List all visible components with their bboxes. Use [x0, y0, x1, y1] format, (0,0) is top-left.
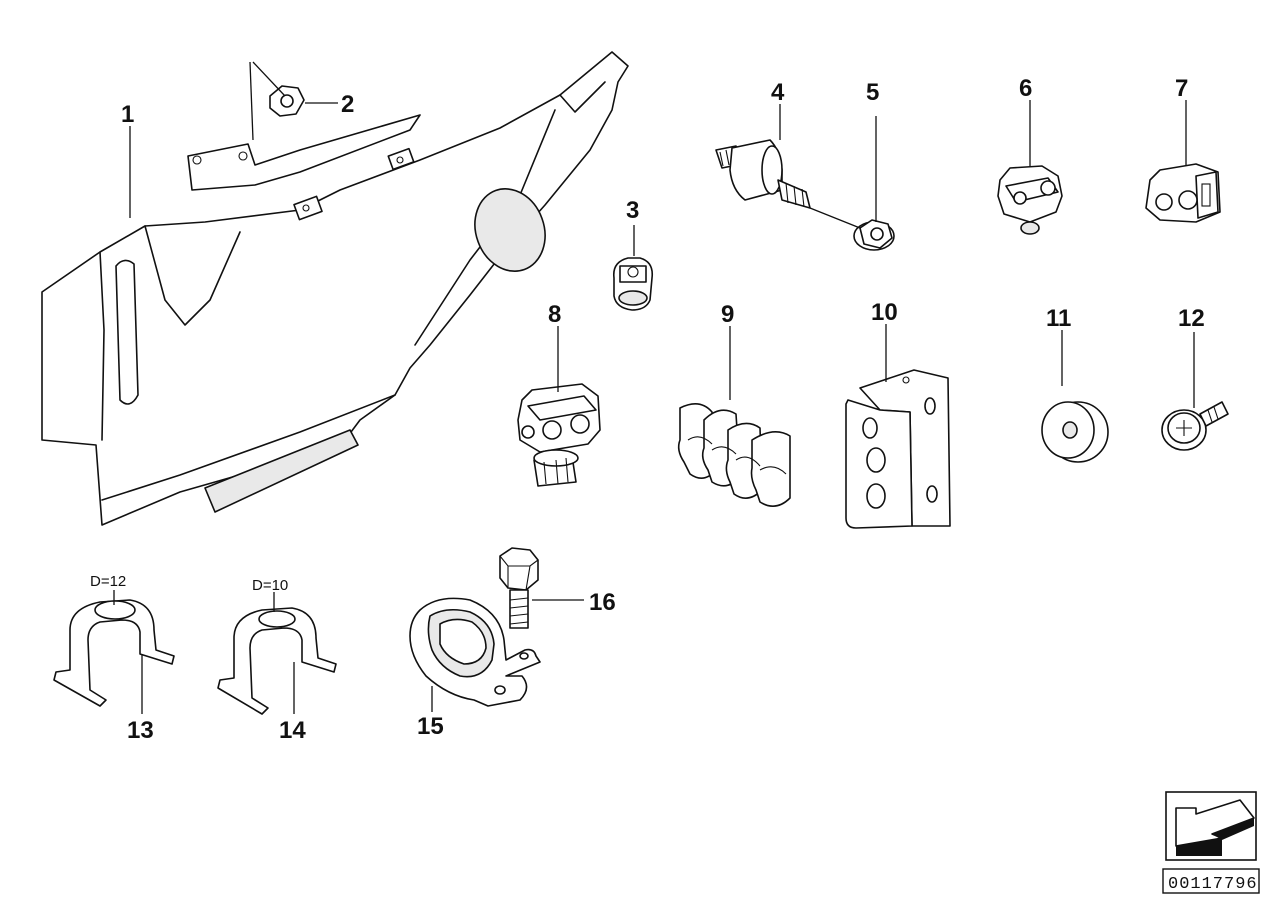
callout-3: 3 — [626, 197, 639, 224]
callout-6: 6 — [1019, 75, 1032, 102]
part-7-cable-clip — [1145, 163, 1221, 223]
part-10-angle-bracket — [845, 369, 951, 529]
callout-1: 1 — [121, 101, 134, 128]
callout-2: 2 — [341, 91, 354, 118]
callout-12: 12 — [1178, 305, 1205, 332]
callout-9: 9 — [721, 301, 734, 328]
part-2-nut — [249, 61, 305, 141]
part-8-double-clip — [517, 383, 601, 487]
part-6-cable-clip — [997, 165, 1063, 235]
part-13-clamp — [53, 599, 175, 707]
callout-16: 16 — [589, 589, 616, 616]
part-12-screw — [1161, 401, 1229, 451]
callout-14: 14 — [279, 717, 306, 744]
part-5-flange-nut — [809, 207, 895, 251]
part-16-hex-bolt — [499, 547, 539, 629]
part-1-cover — [41, 51, 629, 526]
callout-7: 7 — [1175, 75, 1188, 102]
reference-number: 00117796 — [1168, 875, 1258, 894]
part-3-grommet — [612, 257, 654, 311]
part-4-rubber-mount — [715, 139, 811, 209]
part-15-p-clip — [409, 597, 541, 707]
page-arrow-icon — [1165, 791, 1257, 861]
callout-8: 8 — [548, 301, 561, 328]
part-9-clip-holder — [677, 403, 791, 507]
callout-4: 4 — [771, 79, 785, 106]
callout-15: 15 — [417, 713, 444, 740]
dimension-13: D=12 — [90, 573, 126, 590]
reference-box — [1162, 868, 1260, 894]
dimension-14: D=10 — [252, 577, 288, 594]
part-14-clamp — [217, 607, 337, 715]
callout-5: 5 — [866, 79, 879, 106]
callout-11: 11 — [1046, 305, 1071, 332]
callout-13: 13 — [127, 717, 154, 744]
callout-10: 10 — [871, 299, 898, 326]
part-11-grommet — [1041, 401, 1109, 463]
